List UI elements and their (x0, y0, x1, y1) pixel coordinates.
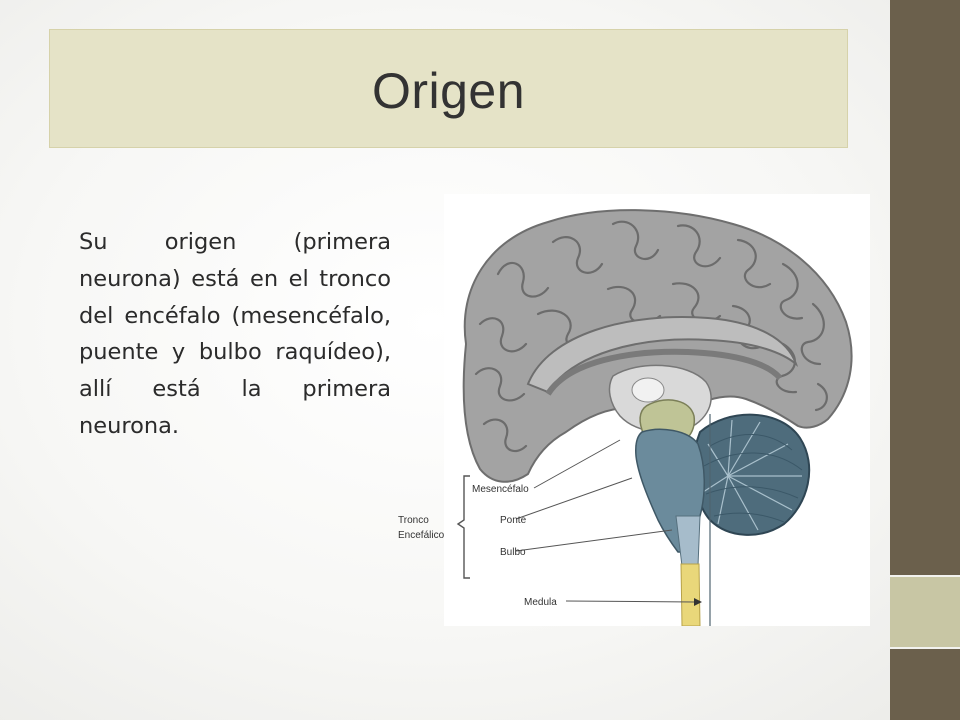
group-label-encefalico: Encefálico (398, 530, 445, 541)
cerebrum-shape (462, 209, 853, 483)
brain-illustration: Tronco Encefálico Mesencéfalo Ponte Bulb… (398, 194, 870, 626)
label-mesencefalo: Mesencéfalo (472, 484, 529, 495)
group-label-tronco: Tronco (398, 515, 429, 526)
title-banner: Origen (49, 29, 848, 148)
sidebar-accent-top (890, 0, 960, 576)
leader-lines (515, 439, 695, 603)
sidebar-divider (890, 647, 960, 649)
slide-title: Origen (371, 62, 526, 119)
callosum-inner (545, 348, 783, 396)
ventricle (631, 377, 665, 403)
label-ponte: Ponte (500, 515, 527, 526)
brainstem-bracket (456, 475, 470, 579)
body-paragraph: Su origen (primera neurona) está en el t… (79, 229, 391, 439)
sidebar-accent-middle (890, 576, 960, 648)
sidebar-divider (890, 575, 960, 577)
arrowhead-icon (694, 598, 702, 606)
label-medula: Medula (524, 597, 557, 608)
cerebellum (692, 413, 811, 536)
brain-diagram: Tronco Encefálico Mesencéfalo Ponte Bulb… (388, 194, 870, 626)
label-bulbo: Bulbo (500, 547, 526, 558)
sidebar-accent-bottom (890, 648, 960, 720)
corpus-callosum (526, 316, 799, 394)
gyri-lines (474, 220, 828, 453)
spinal-cord (680, 563, 701, 626)
